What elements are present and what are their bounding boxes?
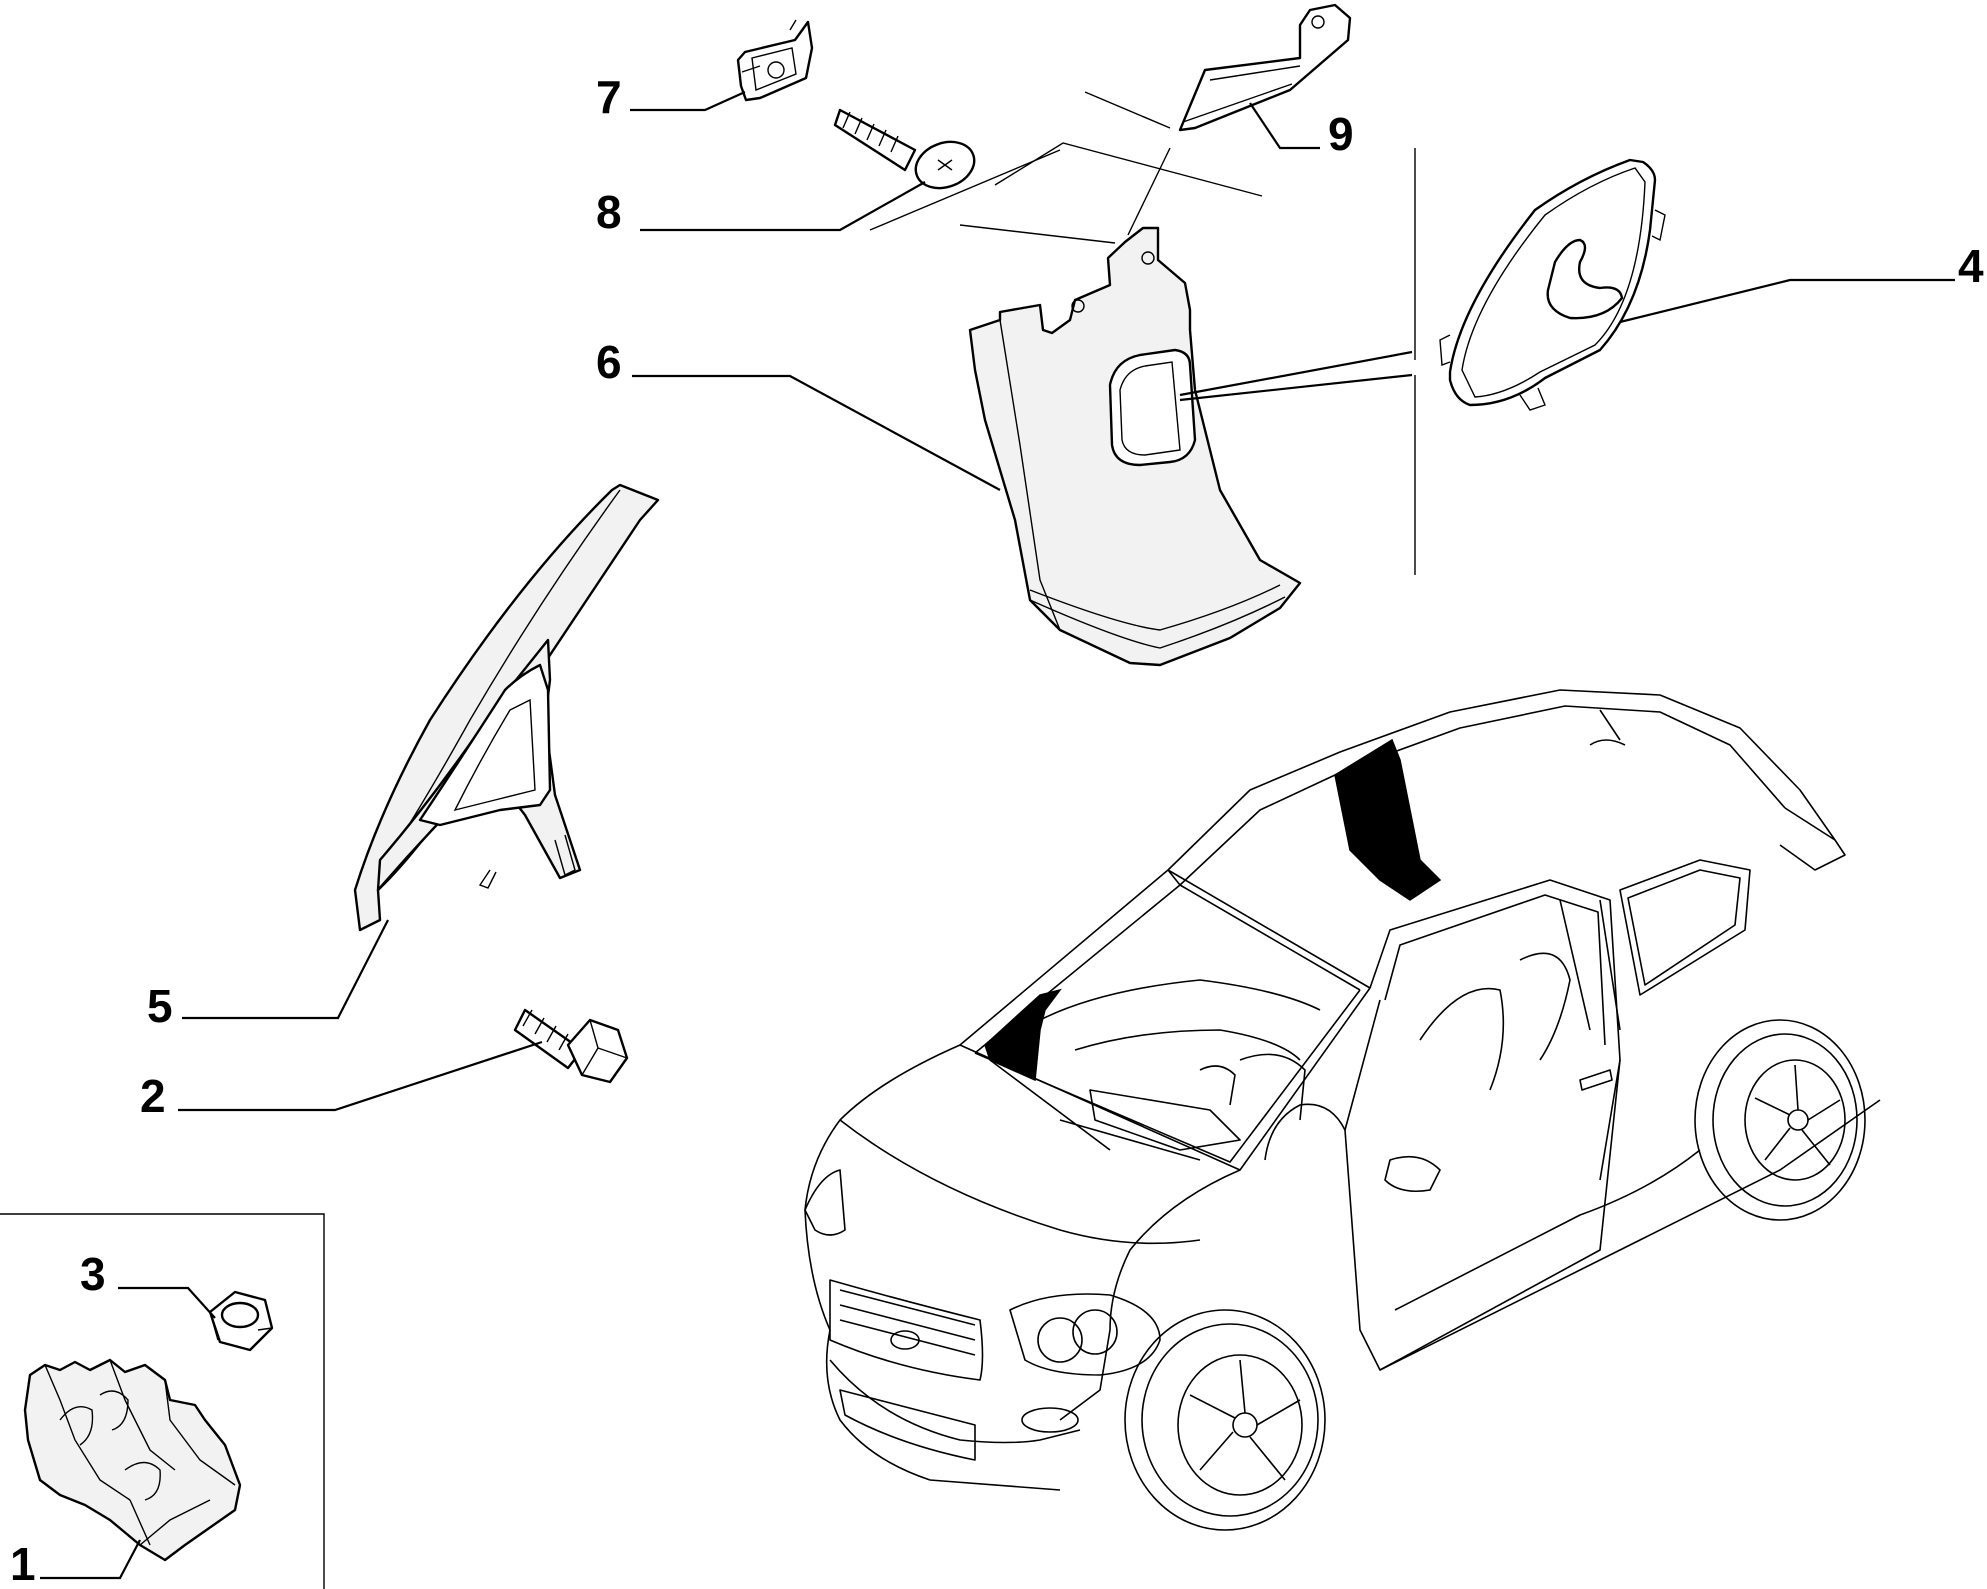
part-3-nut [208, 1290, 274, 1352]
callout-5: 5 [147, 919, 389, 1032]
svg-text:6: 6 [596, 336, 622, 388]
part-7-clip [736, 19, 814, 102]
part-2-bolt [513, 1008, 629, 1084]
highlight-a-pillar [984, 988, 1062, 1082]
part-4-cover [1439, 158, 1666, 411]
car-overview-illustration [804, 689, 1881, 1531]
callout-4: 4 [1619, 240, 1984, 324]
svg-text:3: 3 [80, 1248, 106, 1300]
part-1-holder [23, 1358, 242, 1562]
part-5-a-pillar-trim [353, 483, 660, 932]
callout-3: 3 [80, 1248, 216, 1319]
svg-text:9: 9 [1328, 108, 1354, 160]
highlight-b-pillar [1334, 738, 1442, 901]
construction-lines [869, 91, 1416, 575]
part-8-screw [833, 108, 976, 190]
leader-6-to-4 [1179, 350, 1413, 402]
callout-1: 1 [10, 1538, 141, 1589]
callout-9: 9 [1249, 102, 1354, 160]
svg-text:8: 8 [596, 186, 622, 238]
svg-text:5: 5 [147, 980, 173, 1032]
callout-2: 2 [140, 1040, 543, 1122]
part-9-bracket [1178, 3, 1352, 132]
svg-text:4: 4 [1958, 240, 1984, 292]
callout-7: 7 [596, 71, 746, 123]
callout-8: 8 [596, 181, 926, 238]
part-6-b-pillar-trim [968, 226, 1302, 667]
svg-text:1: 1 [10, 1538, 36, 1589]
svg-text:2: 2 [140, 1070, 166, 1122]
callout-6: 6 [596, 336, 1001, 491]
detail-box-border [0, 1213, 325, 1589]
svg-text:7: 7 [596, 71, 622, 123]
